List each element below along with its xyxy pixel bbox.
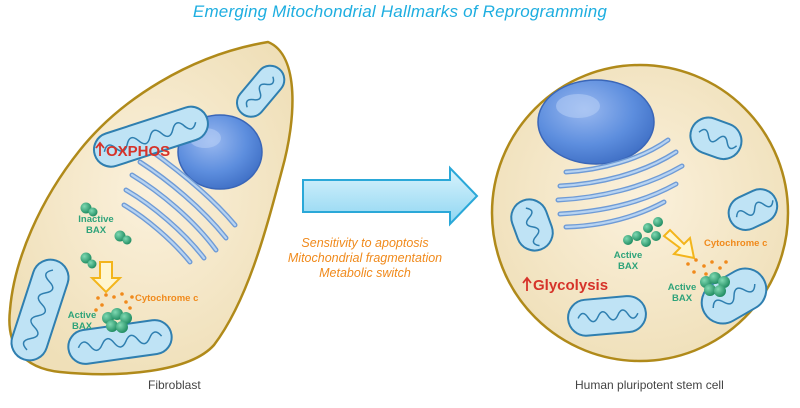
oxphos-text: OXPHOS xyxy=(106,143,170,160)
stem-active-bax-bottom-line2: BAX xyxy=(672,293,693,304)
stem-active-bax-bottom-line1: Active xyxy=(668,282,697,293)
active-bax-label-line2: BAX xyxy=(72,321,93,332)
fibroblast-caption: Fibroblast xyxy=(148,378,201,392)
stem-cytochrome-label: Cytochrome c xyxy=(704,238,767,249)
up-arrow-icon xyxy=(95,141,105,156)
stem-active-bax-top-line1: Active xyxy=(614,250,643,261)
stem-cytochrome-dots xyxy=(686,258,728,278)
fibroblast-cytochrome-label: Cytochrome c xyxy=(135,293,198,304)
fibroblast-cell: OXPHOS Inactive BAX Active BAX Cytochrom… xyxy=(8,40,294,376)
active-bax-label-line1: Active xyxy=(68,310,97,321)
glycolysis-text: Glycolysis xyxy=(533,277,608,294)
process-arrow-icon xyxy=(302,165,479,227)
effect-apoptosis: Sensitivity to apoptosis xyxy=(301,236,429,250)
inactive-bax-label-line1: Inactive xyxy=(78,214,113,225)
fibroblast-mitochondrion-left xyxy=(10,258,70,362)
oxphos-label: OXPHOS xyxy=(95,141,170,160)
fibroblast-mitochondrion-top xyxy=(93,105,209,168)
effect-fragmentation: Mitochondrial fragmentation xyxy=(287,251,443,265)
stem-active-bax-top-line2: BAX xyxy=(618,261,639,272)
stem-mitochondrion-left xyxy=(510,198,554,252)
fibroblast-cytochrome-dots xyxy=(94,292,134,312)
glycolysis-label: Glycolysis xyxy=(522,276,608,294)
stem-cell-caption: Human pluripotent stem cell xyxy=(575,378,724,392)
effect-metabolic-switch: Metabolic switch xyxy=(319,266,411,280)
fibroblast-active-bax-cluster xyxy=(102,308,132,333)
stem-mitochondrion-bottom-left xyxy=(567,295,647,337)
fibroblast-translocation-arrow xyxy=(89,261,123,294)
up-arrow-icon xyxy=(522,276,532,291)
reprogramming-effects: Sensitivity to apoptosis Mitochondrial f… xyxy=(285,236,445,281)
stem-active-bax-lower xyxy=(700,272,730,297)
inactive-bax-label-line2: BAX xyxy=(86,225,107,236)
stem-mitochondrion-top-right xyxy=(689,116,743,161)
fibroblast-inactive-bax-molecules xyxy=(80,202,132,269)
stem-mitochondrion-right xyxy=(727,188,779,231)
figure-title: Emerging Mitochondrial Hallmarks of Repr… xyxy=(192,2,608,21)
stem-translocation-arrow xyxy=(662,228,696,260)
stem-cell-nucleus xyxy=(537,79,655,165)
stem-cell: Glycolysis Active BAX Active BAX Cytochr… xyxy=(490,63,790,363)
stem-active-bax-upper xyxy=(623,217,663,247)
fibroblast-mitochondrion-corner xyxy=(236,64,286,118)
